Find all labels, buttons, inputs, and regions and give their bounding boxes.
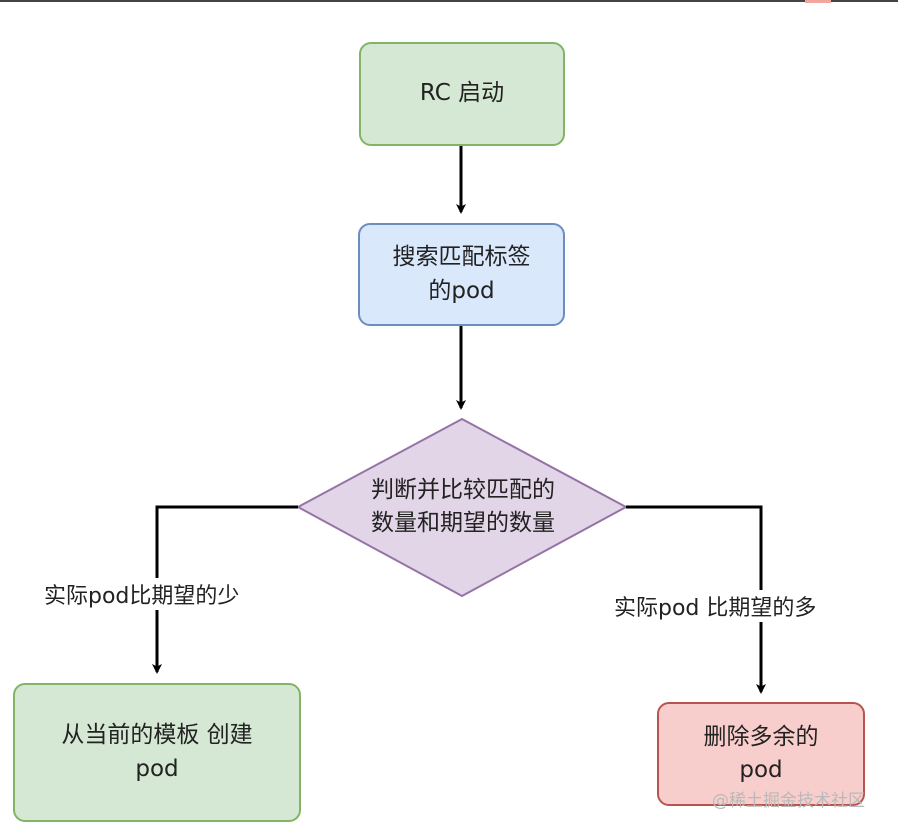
- window-top-accent: [805, 0, 831, 3]
- edge-label-fewer: 实际pod比期望的少: [42, 578, 242, 610]
- decision-label-line-2: 数量和期望的数量: [371, 510, 555, 536]
- decision-label: 判断并比较匹配的 数量和期望的数量: [300, 468, 626, 546]
- node-delete-pod-line-2: pod: [739, 757, 783, 783]
- decision-diamond: [295, 417, 629, 598]
- node-create-pod-line-2: pod: [135, 755, 179, 782]
- node-rc-start-line: RC 启动: [419, 80, 505, 107]
- node-search-pods-line-1: 搜索匹配标签: [392, 244, 531, 271]
- node-delete-pod-line-1: 删除多余的: [703, 723, 819, 750]
- node-create-pod-text: 从当前的模板 创建 pod: [61, 719, 252, 786]
- edge-label-more: 实际pod 比期望的多: [612, 590, 819, 622]
- node-delete-pod-text: 删除多余的 pod: [704, 721, 819, 788]
- edge-decision-to-delete: [626, 505, 766, 694]
- window-top-border: [0, 0, 898, 2]
- decision-label-line-1: 判断并比较匹配的: [371, 476, 555, 503]
- node-rc-start-text: RC 启动: [420, 77, 504, 110]
- node-create-pod-line-1: 从当前的模板 创建: [61, 722, 253, 749]
- edge-decision-to-create: [152, 505, 298, 674]
- node-search-pods-text: 搜索匹配标签 的pod: [393, 241, 531, 308]
- node-delete-pod: 删除多余的 pod: [657, 702, 865, 806]
- node-search-pods-line-2: 的pod: [428, 277, 495, 304]
- node-search-pods: 搜索匹配标签 的pod: [358, 223, 565, 326]
- watermark: @稀土掘金技术社区: [712, 791, 865, 811]
- node-rc-start: RC 启动: [359, 42, 565, 146]
- node-create-pod: 从当前的模板 创建 pod: [13, 683, 301, 822]
